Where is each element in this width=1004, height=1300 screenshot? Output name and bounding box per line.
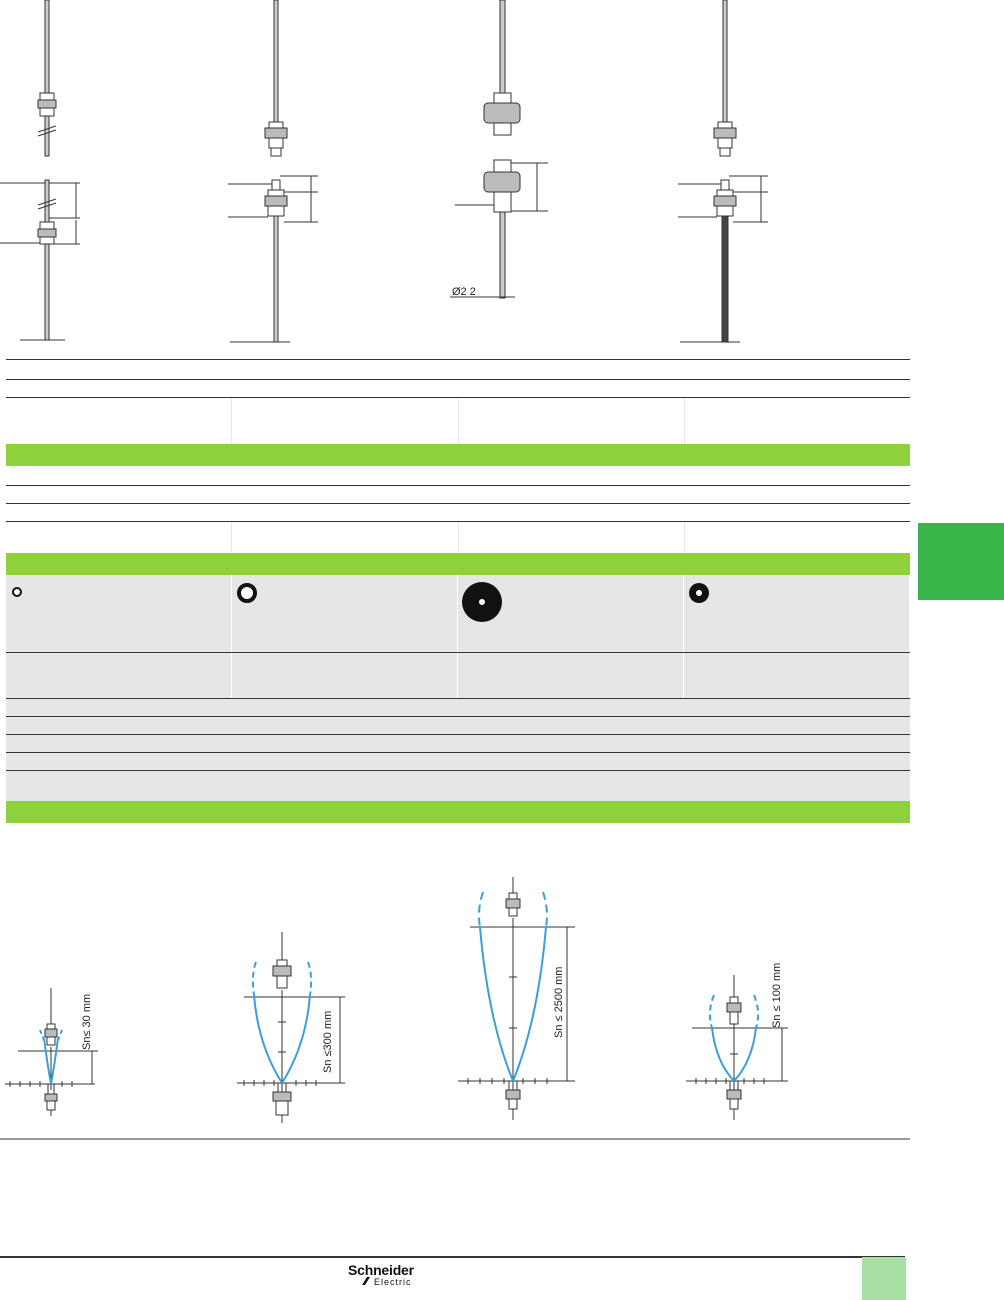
table-cell bbox=[685, 360, 910, 379]
table-cell bbox=[685, 380, 910, 397]
page-tab bbox=[862, 1257, 906, 1300]
table-cell bbox=[459, 486, 685, 503]
table-row bbox=[6, 504, 910, 522]
table-row bbox=[6, 466, 910, 486]
table-cell bbox=[459, 522, 685, 553]
life-is-on-icon bbox=[362, 1277, 370, 1285]
table-cell bbox=[232, 575, 458, 652]
section-band bbox=[6, 444, 910, 466]
brand-logo: Schneider Electric bbox=[348, 1262, 438, 1288]
section-tab bbox=[918, 523, 1004, 600]
table-cell bbox=[6, 522, 233, 553]
table-cell bbox=[459, 398, 685, 444]
table-cell bbox=[232, 522, 459, 553]
table-cell bbox=[6, 504, 233, 521]
fibre-drawing-2-top bbox=[264, 0, 288, 157]
fibre-section-icon bbox=[462, 582, 502, 622]
product-drawings: Ø2 2 bbox=[0, 0, 768, 343]
range-label-4: Sn ≤ 100 mm bbox=[771, 963, 783, 1028]
brand-subname: Electric bbox=[374, 1276, 412, 1287]
table-row bbox=[6, 735, 910, 753]
table-row bbox=[6, 717, 910, 735]
table-row bbox=[6, 575, 910, 653]
table-cell bbox=[459, 380, 685, 397]
table-row bbox=[6, 522, 910, 553]
fibre-drawing-4-bottom bbox=[678, 175, 768, 343]
table-row bbox=[6, 771, 910, 801]
table-row bbox=[6, 753, 910, 771]
table-row bbox=[6, 653, 910, 699]
table-cell bbox=[685, 398, 910, 444]
table-cell bbox=[232, 504, 459, 521]
fibre-drawing-3-top bbox=[483, 0, 521, 136]
table-cell bbox=[685, 486, 910, 503]
detection-range-diagrams: Sn≤ 30 mm bbox=[0, 877, 910, 1140]
model3-diameter-label: Ø2 2 bbox=[452, 286, 476, 298]
range-label-3: Sn ≤ 2500 mm bbox=[553, 967, 565, 1038]
section-band bbox=[6, 801, 910, 823]
table-row bbox=[6, 486, 910, 504]
table-cell bbox=[232, 466, 459, 485]
table-row bbox=[6, 699, 910, 717]
table-cell bbox=[6, 486, 233, 503]
range-diagram-3: Sn ≤ 2500 mm bbox=[458, 877, 575, 1120]
table-row bbox=[6, 380, 910, 398]
table-cell bbox=[458, 653, 684, 698]
table-cell bbox=[232, 398, 459, 444]
footer-divider bbox=[0, 1256, 905, 1258]
section-band bbox=[6, 553, 910, 575]
table-cell bbox=[684, 653, 910, 698]
table-cell bbox=[458, 575, 684, 652]
brand-name: Schneider bbox=[348, 1262, 414, 1278]
table-cell bbox=[232, 360, 459, 379]
table-cell bbox=[6, 575, 232, 652]
table-cell bbox=[232, 380, 459, 397]
range-diagram-2: Sn ≤300 mm bbox=[237, 932, 345, 1123]
fibre-drawing-1-bottom bbox=[0, 179, 80, 341]
table-cell bbox=[685, 522, 910, 553]
table-cell bbox=[6, 653, 232, 698]
fibre-drawing-3-bottom bbox=[450, 159, 548, 299]
fibre-drawing-4-top bbox=[713, 0, 737, 157]
range-diagram-1: Sn≤ 30 mm bbox=[5, 988, 98, 1116]
fibre-section-icon bbox=[237, 583, 257, 603]
table-cell bbox=[6, 466, 233, 485]
range-label-1: Sn≤ 30 mm bbox=[81, 994, 93, 1050]
range-diagram-4: Sn ≤ 100 mm bbox=[686, 963, 788, 1120]
range-label-2: Sn ≤300 mm bbox=[322, 1011, 334, 1073]
table-cell bbox=[459, 466, 685, 485]
table-row bbox=[6, 360, 910, 380]
spec-table bbox=[6, 359, 910, 823]
fibre-drawing-1-top bbox=[37, 0, 57, 157]
table-cell bbox=[6, 380, 233, 397]
table-cell bbox=[6, 360, 233, 379]
table-cell bbox=[232, 486, 459, 503]
table-cell bbox=[685, 466, 910, 485]
table-row bbox=[6, 398, 910, 444]
fibre-section-icon bbox=[689, 583, 709, 603]
table-cell bbox=[685, 504, 910, 521]
table-cell bbox=[459, 504, 685, 521]
fibre-section-icon bbox=[12, 587, 22, 597]
fibre-drawing-2-bottom bbox=[228, 175, 318, 343]
table-cell bbox=[459, 360, 685, 379]
table-cell bbox=[232, 653, 458, 698]
table-cell bbox=[6, 398, 233, 444]
table-cell bbox=[684, 575, 910, 652]
